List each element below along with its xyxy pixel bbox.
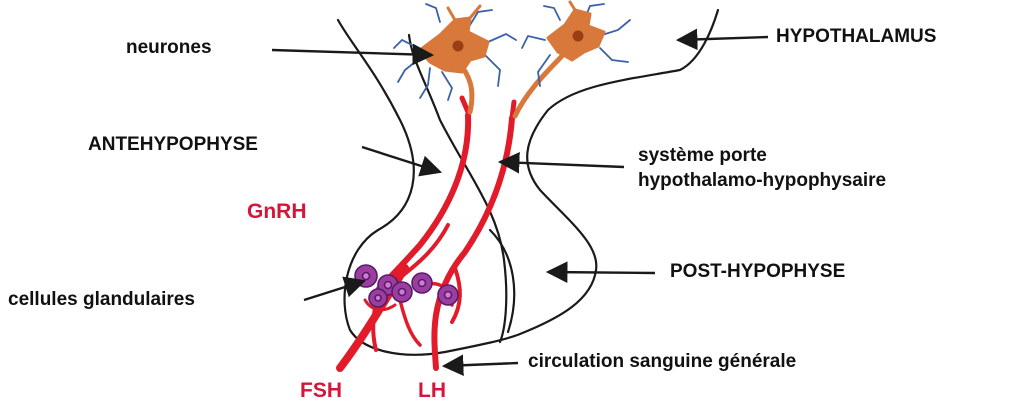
label-neurones: neurones — [126, 37, 212, 60]
label-lh: LH — [418, 378, 446, 403]
arrow-systeme-porte — [500, 162, 624, 167]
arrow-antehypophyse — [362, 147, 440, 172]
arrow-hypothalamus — [678, 37, 768, 40]
label-antehypophyse: ANTEHYPOPHYSE — [88, 134, 258, 157]
label-fsh: FSH — [300, 378, 342, 403]
portal-vessels — [340, 98, 514, 368]
arrow-post-hypophyse — [548, 272, 655, 273]
label-systeme-porte-line2: hypothalamo-hypophysaire — [638, 170, 886, 193]
arrow-neurones — [272, 50, 432, 55]
label-circulation-sanguine: circulation sanguine générale — [528, 351, 796, 374]
label-hypothalamus: HYPOTHALAMUS — [776, 26, 936, 49]
label-gnrh: GnRH — [247, 199, 307, 224]
label-cellules-glandulaires: cellules glandulaires — [8, 289, 195, 312]
arrow-circulation — [444, 363, 518, 366]
label-systeme-porte-line1: système porte — [638, 145, 767, 168]
arrow-cellules — [304, 281, 364, 300]
label-post-hypophyse: POST-HYPOPHYSE — [670, 261, 845, 284]
